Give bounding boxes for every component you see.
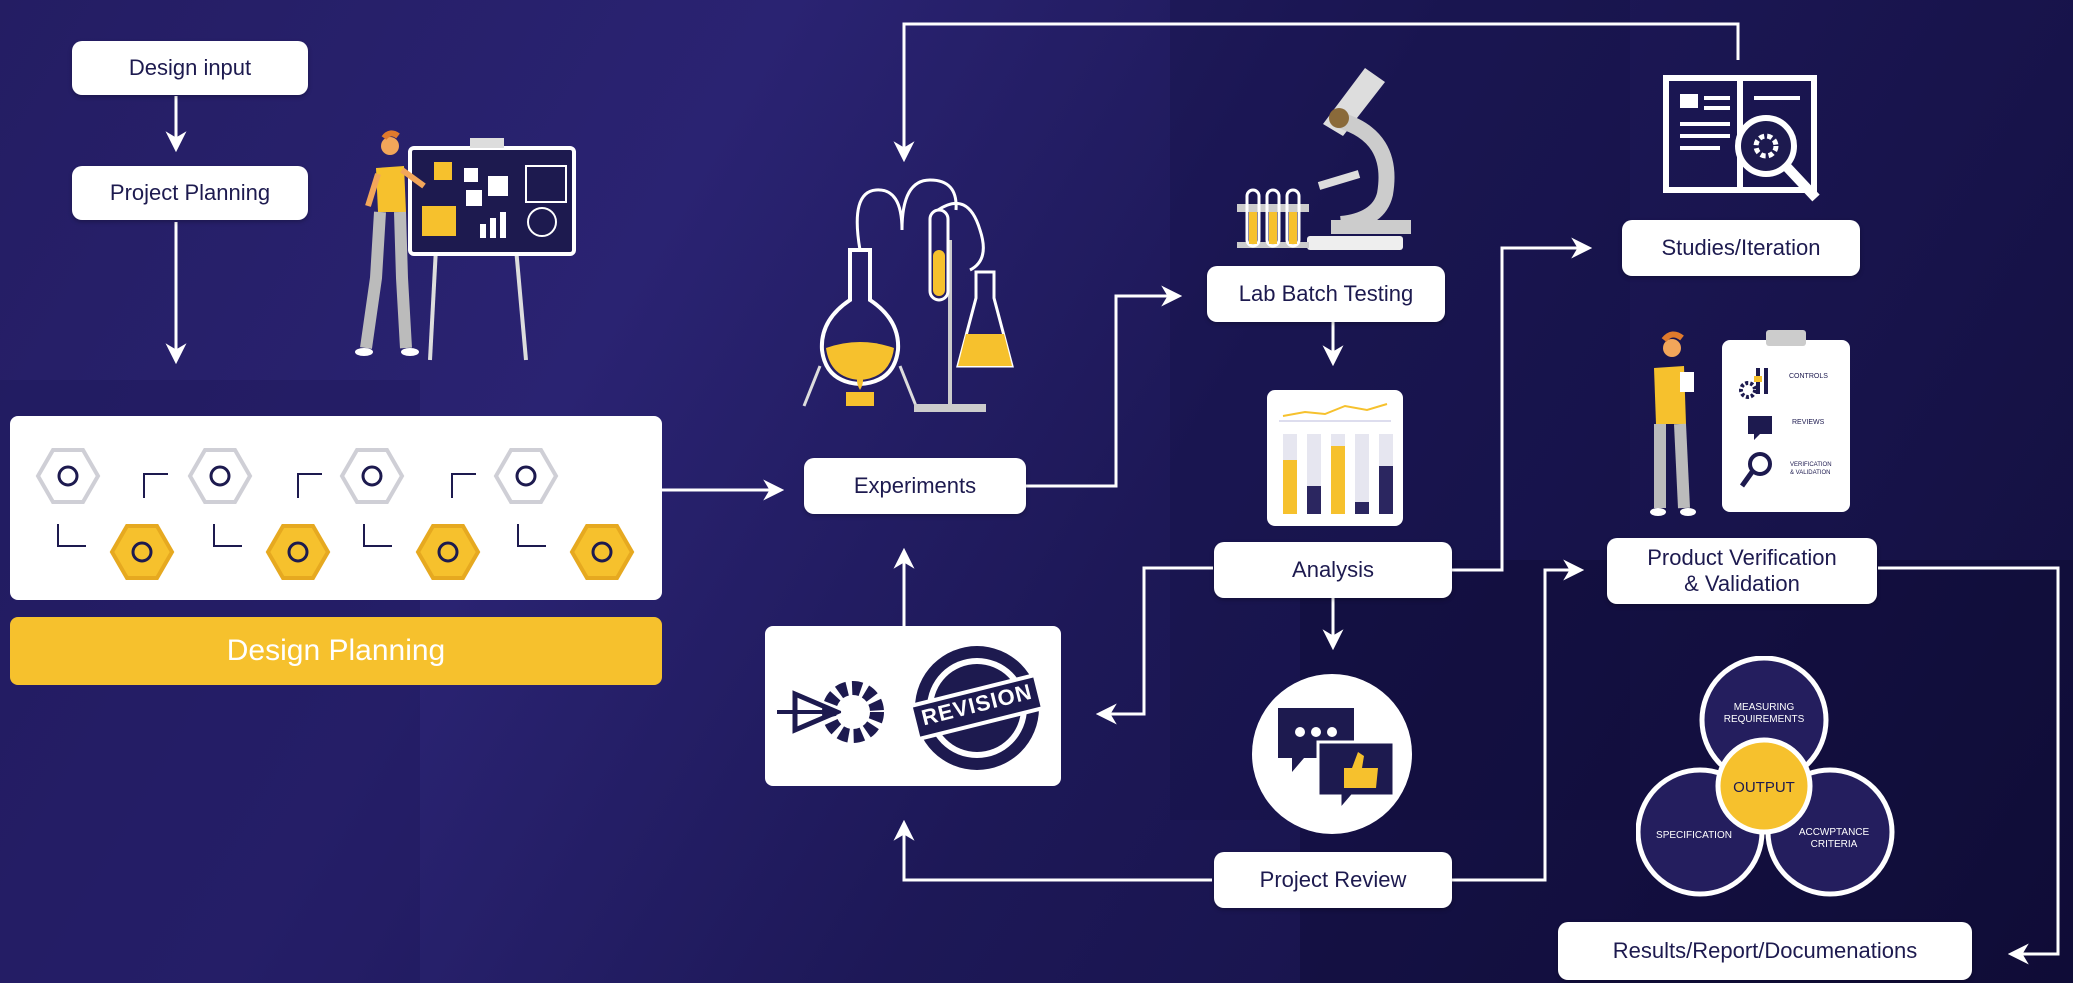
venn-center-label: OUTPUT bbox=[1733, 779, 1795, 796]
document-icon-glyph bbox=[591, 541, 613, 563]
product-verification-box: Product Verification & Validation bbox=[1607, 538, 1877, 604]
step-connector bbox=[517, 524, 546, 547]
arrow-studies-loop bbox=[893, 22, 1740, 163]
person-with-tablet-icon bbox=[1650, 331, 1696, 516]
arrow-product-to-results bbox=[1878, 566, 2060, 965]
studies-iteration-box: Studies/Iteration bbox=[1622, 220, 1860, 276]
arrow-analysis-to-revision bbox=[1095, 566, 1213, 725]
analysis-box: Analysis bbox=[1214, 542, 1452, 598]
easel-icon bbox=[408, 138, 576, 361]
clipboard-reviews-label: REVIEWS bbox=[1792, 419, 1825, 426]
venn-right-label-1: ACCWPTANCE bbox=[1798, 827, 1870, 838]
pointer-hand-icon-glyph bbox=[437, 541, 459, 563]
output-venn-diagram bbox=[1636, 656, 1895, 897]
studies-iteration-label: Studies/Iteration bbox=[1661, 234, 1821, 260]
magnifier-check-icon-glyph bbox=[287, 541, 309, 563]
experiments-label: Experiments bbox=[853, 472, 977, 498]
lab-batch-testing-box: Lab Batch Testing bbox=[1207, 266, 1445, 322]
presenter-person-icon bbox=[355, 130, 426, 356]
book-magnifier-icon bbox=[1663, 75, 1820, 202]
bar-chart-icon bbox=[1279, 403, 1393, 514]
chat-bubbles-icon bbox=[1278, 708, 1396, 815]
venn-left-label: SPECIFICATION bbox=[1656, 830, 1732, 841]
row-connector bbox=[297, 473, 322, 498]
row-connector bbox=[451, 473, 476, 498]
product-verification-label-1: Product Verification bbox=[1647, 544, 1837, 570]
venn-top-label: MEASURING REQUIREMENTS bbox=[1714, 702, 1814, 726]
microscope-icon bbox=[1307, 68, 1411, 250]
test-tube-rack-icon bbox=[1237, 188, 1309, 248]
venn-center-circle bbox=[1715, 737, 1813, 835]
results-box: Results/Report/Documenations bbox=[1558, 922, 1972, 980]
arrow-analysis-to-studies bbox=[1451, 237, 1593, 572]
hourglass-icon-glyph bbox=[131, 541, 153, 563]
clipboard-vv-label-1: VERIFICATION bbox=[1790, 462, 1832, 468]
design-input-box: Design input bbox=[72, 41, 308, 95]
step-connector bbox=[57, 524, 86, 547]
bar-chart-icon-glyph bbox=[209, 465, 231, 487]
clipboard-icon bbox=[1722, 330, 1850, 512]
results-label: Results/Report/Documenations bbox=[1612, 937, 1918, 963]
cart-user-icon bbox=[493, 448, 559, 504]
step-connector bbox=[363, 524, 392, 547]
venn-top-label-2: REQUIREMENTS bbox=[1723, 714, 1805, 725]
venn-right-label-2: CRITERIA bbox=[1810, 839, 1858, 850]
test-tube-stand-icon bbox=[914, 208, 1014, 412]
design-planning-panel bbox=[10, 416, 662, 600]
pointer-hand-icon bbox=[415, 524, 481, 580]
clipboard-vv-label-2: & VALIDATION bbox=[1790, 470, 1831, 476]
project-review-box: Project Review bbox=[1214, 852, 1452, 908]
studies-book-illustration bbox=[1663, 75, 1820, 202]
controls-icon bbox=[1739, 368, 1768, 399]
project-planning-label: Project Planning bbox=[109, 179, 271, 205]
project-planning-box: Project Planning bbox=[72, 166, 308, 220]
analysis-label: Analysis bbox=[1292, 556, 1374, 582]
verification-clipboard-illustration bbox=[1650, 330, 1850, 516]
experiments-box: Experiments bbox=[804, 458, 1026, 514]
design-planning-banner: Design Planning bbox=[10, 617, 662, 685]
revision-graphics bbox=[777, 646, 1046, 770]
lab-glassware-illustration bbox=[802, 178, 1014, 412]
arrow-review-to-revision bbox=[893, 819, 1212, 882]
arrow-review-to-product bbox=[1452, 559, 1585, 882]
document-icon bbox=[569, 524, 635, 580]
gear-bulb-icon bbox=[339, 448, 405, 504]
gear-bulb-icon-glyph bbox=[361, 465, 383, 487]
flowchart-icon-glyph bbox=[57, 465, 79, 487]
project-review-label: Project Review bbox=[1259, 866, 1407, 892]
venn-top-label-1: MEASURING bbox=[1733, 702, 1795, 713]
presenter-board-illustration bbox=[355, 130, 576, 361]
design-planning-icons bbox=[35, 448, 635, 580]
flask-icon bbox=[802, 248, 918, 407]
microscope-illustration bbox=[1237, 68, 1411, 250]
clipboard-controls-label: CONTROLS bbox=[1789, 373, 1828, 380]
reviews-icon bbox=[1748, 416, 1772, 440]
arrow-experiments-to-lab bbox=[1026, 285, 1183, 488]
venn-right-label: ACCWPTANCE CRITERIA bbox=[1784, 827, 1884, 851]
revision-stamp-icon bbox=[908, 646, 1046, 770]
gear-arrow-icon bbox=[777, 681, 884, 743]
row-connector bbox=[143, 473, 168, 498]
product-verification-label-2: & Validation bbox=[1684, 571, 1800, 596]
lab-batch-testing-label: Lab Batch Testing bbox=[1238, 280, 1414, 306]
design-input-label: Design input bbox=[128, 54, 252, 80]
bar-chart-icon bbox=[187, 448, 253, 504]
step-connector bbox=[213, 524, 242, 547]
review-feedback-illustration bbox=[1252, 674, 1412, 834]
magnifier-icon bbox=[1739, 452, 1772, 488]
cart-user-icon-glyph bbox=[515, 465, 537, 487]
design-planning-label: Design Planning bbox=[226, 634, 446, 667]
hourglass-icon bbox=[109, 524, 175, 580]
tubing-icon bbox=[855, 178, 985, 272]
magnifier-check-icon bbox=[265, 524, 331, 580]
flowchart-icon bbox=[35, 448, 101, 504]
